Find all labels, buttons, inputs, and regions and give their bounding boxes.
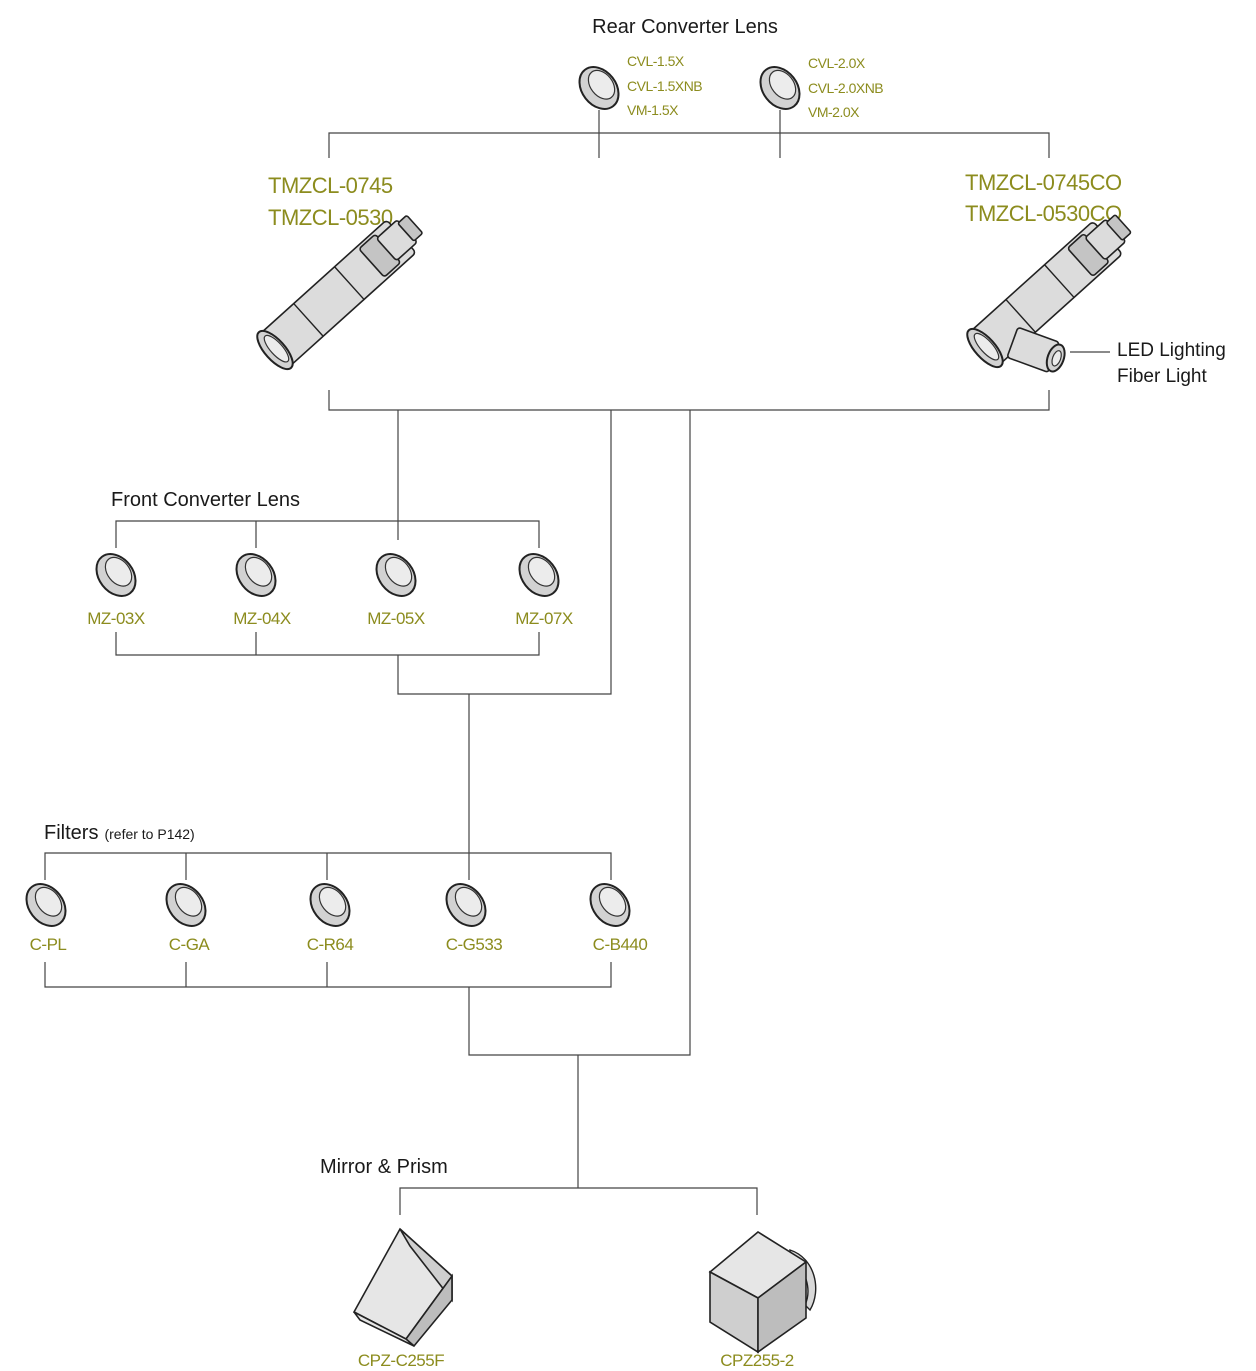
filter-icon — [301, 875, 359, 935]
rear-converter-item: CVL-1.5X — [627, 53, 685, 69]
rear-converter-item: VM-1.5X — [627, 102, 679, 118]
zoom-lens-icon — [256, 215, 423, 371]
rear-converter-lens-1-icon — [570, 58, 628, 118]
filter-item: C-R64 — [307, 935, 354, 954]
filter-item: C-G533 — [446, 935, 503, 954]
front-converter-lens-icon — [510, 545, 568, 605]
front-converter-item: MZ-05X — [367, 609, 425, 628]
front-converter-item: MZ-03X — [87, 609, 145, 628]
rear-converter-item: VM-2.0X — [808, 104, 860, 120]
mirror-prism-item: CPZ255-2 — [720, 1351, 794, 1370]
front-converter-title: Front Converter Lens — [111, 489, 300, 511]
front-converter-item: MZ-04X — [233, 609, 291, 628]
filters-title: Filters(refer to P142) — [44, 822, 195, 844]
filter-icon — [17, 875, 75, 935]
filter-icon — [157, 875, 215, 935]
mirror-cube-icon — [708, 1231, 817, 1354]
front-converter-item: MZ-07X — [515, 609, 573, 628]
filter-icon — [581, 875, 639, 935]
rear-converter-item: CVL-2.0XNB — [808, 80, 883, 96]
filter-item: C-B440 — [593, 935, 648, 954]
rear-converter-item: CVL-1.5XNB — [627, 78, 702, 94]
front-converter-lens-icon — [87, 545, 145, 605]
main-lens-left-name: TMZCL-0530 — [268, 205, 393, 230]
lighting-label: Fiber Light — [1117, 366, 1207, 387]
rear-converter-lens-2-icon — [751, 58, 809, 118]
front-converter-lens-icon — [227, 545, 285, 605]
filter-item: C-PL — [30, 935, 67, 954]
connection-lines — [44, 110, 1110, 1215]
mirror-prism-item: CPZ-C255F — [358, 1351, 444, 1370]
main-lens-left-name: TMZCL-0745 — [268, 173, 393, 198]
light-port-icon — [1007, 327, 1066, 373]
main-lens-right-name: TMZCL-0745CO — [965, 170, 1122, 195]
rear-converter-title: Rear Converter Lens — [592, 16, 778, 38]
mirror-prism-title: Mirror & Prism — [320, 1156, 448, 1178]
front-converter-lens-icon — [367, 545, 425, 605]
rear-converter-item: CVL-2.0X — [808, 55, 866, 71]
lighting-label: LED Lighting — [1117, 340, 1226, 361]
coaxial-zoom-lens-icon — [966, 214, 1132, 369]
filter-item: C-GA — [169, 935, 211, 954]
prism-icon — [352, 1227, 454, 1348]
main-lens-right-name: TMZCL-0530CO — [965, 201, 1122, 226]
filter-icon — [437, 875, 495, 935]
